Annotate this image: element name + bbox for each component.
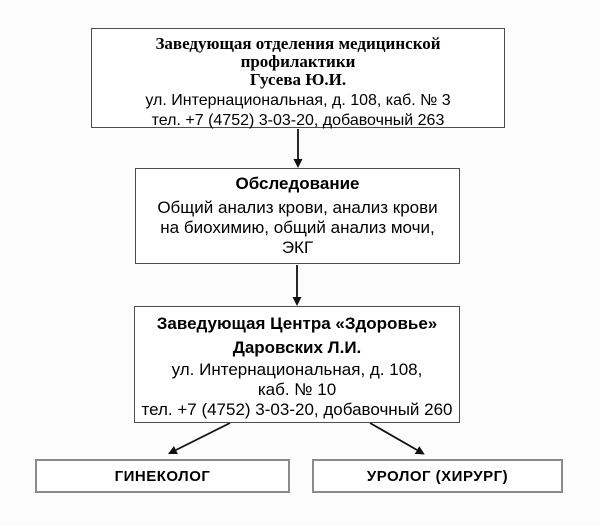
urologist-label: УРОЛОГ (ХИРУРГ) [366, 467, 509, 485]
box-health-center-head: Заведующая Центра «Здоровье» Даровских Л… [134, 306, 460, 423]
box-urologist-surgeon: УРОЛОГ (ХИРУРГ) [312, 459, 563, 493]
prevention-title-line2: профилактики [240, 52, 356, 71]
arrow-healthcenter-to-urologist-icon [369, 422, 425, 455]
prevention-phone: тел. +7 (4752) 3-03-20, добавочный 263 [151, 112, 445, 129]
arrow-healthcenter-to-gynecologist-icon [167, 422, 231, 455]
examination-title: Обследование [235, 174, 360, 193]
prevention-person-name: Гусева Ю.И. [249, 70, 347, 89]
box-head-of-prevention-department: Заведующая отделения медицинской профила… [91, 28, 505, 129]
box-examination: Обследование Общий анализ крови, анализ … [135, 168, 460, 264]
prevention-title-line1: Заведующая отделения медицинской [155, 34, 441, 53]
health-center-phone: тел. +7 (4752) 3-03-20, добавочный 260 [141, 400, 453, 419]
health-center-person-name: Даровских Л.И. [232, 338, 362, 357]
box-gynecologist: ГИНЕКОЛОГ [35, 459, 290, 493]
health-center-address-line2: каб. № 10 [257, 380, 337, 399]
gynecologist-label: ГИНЕКОЛОГ [114, 467, 211, 485]
examination-body-line2: на биохимию, общий анализ мочи, [160, 218, 435, 237]
prevention-address: ул. Интернациональная, д. 108, каб. № 3 [145, 92, 451, 109]
examination-body-line1: Общий анализ крови, анализ крови [157, 198, 438, 217]
examination-body-line3: ЭКГ [281, 238, 314, 257]
health-center-address-line1: ул. Интернациональная, д. 108, [171, 360, 423, 379]
health-center-title: Заведующая Центра «Здоровье» [156, 314, 438, 333]
